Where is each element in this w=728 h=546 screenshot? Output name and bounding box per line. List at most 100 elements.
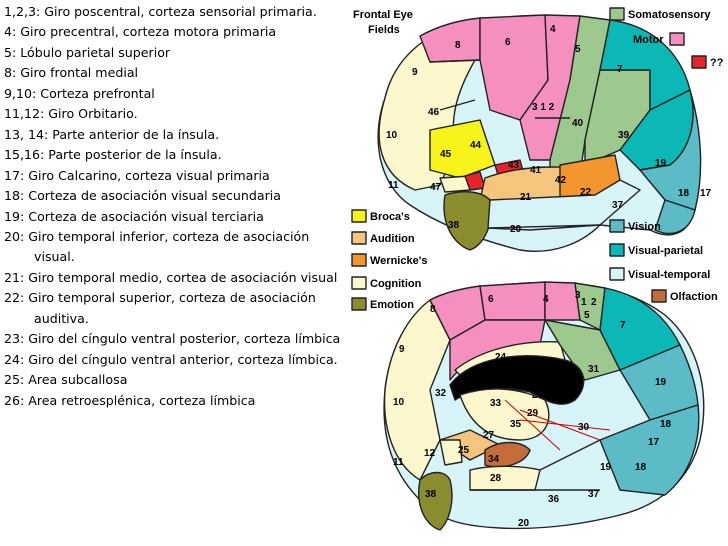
lateral-broca	[429, 119, 496, 179]
description-line: 24: Giro del cíngulo ventral anterior, c…	[4, 351, 338, 367]
description-line: 13, 14: Parte anterior de la ínsula.	[4, 126, 220, 142]
description-line: 25: Area subcallosa	[4, 372, 128, 388]
medial-num-27: 27	[483, 430, 495, 441]
legend-somatosensory-label: Somatosensory	[628, 9, 711, 21]
lateral-num-22: 22	[580, 187, 592, 198]
legend-visual-parietal-swatch	[609, 243, 625, 257]
medial-num-9: 9	[399, 344, 405, 355]
legend-audition-swatch	[351, 231, 367, 245]
description-line: visual.	[34, 249, 75, 265]
medial-num-19b: 19	[600, 462, 612, 473]
medial-num-29: 29	[527, 408, 539, 419]
description-line: 5: Lóbulo parietal superior	[4, 44, 171, 60]
medial-num-26: 26	[532, 390, 544, 401]
legend-visual-temporal-label: Visual-temporal	[628, 269, 710, 281]
description-line: 19: Corteza de asociación visual terciar…	[4, 208, 264, 224]
medial-num-34: 34	[488, 454, 500, 465]
medial-num-32: 32	[435, 388, 447, 399]
legend-visual-parietal-label: Visual-parietal	[628, 245, 703, 257]
medial-num-31: 31	[588, 364, 600, 375]
lateral-num-312: 3 1 2	[532, 102, 555, 113]
lateral-area-1718	[654, 199, 696, 235]
lateral-num-10: 10	[386, 130, 398, 141]
medial-num-38: 38	[425, 489, 437, 500]
medial-num-30: 30	[578, 422, 590, 433]
legend-olfaction-swatch	[651, 289, 667, 303]
lateral-num-37: 37	[612, 200, 624, 211]
description-line: 18: Corteza de asociación visual secunda…	[4, 188, 281, 204]
medial-num-28: 28	[490, 473, 502, 484]
legend-visual-temporal-swatch	[609, 267, 625, 281]
description-line: 20: Giro temporal inferior, corteza de a…	[4, 228, 310, 244]
lateral-num-41: 41	[530, 165, 542, 176]
medial-num-37: 37	[588, 489, 600, 500]
lateral-num-11: 11	[388, 180, 399, 191]
lateral-num-18: 18	[678, 188, 690, 199]
legend-broca-label: Broca's	[370, 211, 410, 223]
lateral-area-7	[599, 19, 691, 111]
lateral-area-38	[443, 191, 492, 251]
lateral-num-17: 17	[700, 188, 712, 199]
medial-num-35: 35	[510, 419, 522, 430]
lateral-num-4: 4	[550, 24, 556, 35]
lateral-num-9: 9	[412, 67, 418, 78]
medial-num-19: 19	[655, 377, 667, 388]
description-line: 11,12: Giro Orbitario.	[4, 106, 138, 122]
legend-motor-swatch	[669, 32, 685, 46]
medial-num-10: 10	[393, 397, 405, 408]
medial-num-6: 6	[488, 294, 494, 305]
medial-num-33: 33	[490, 398, 502, 409]
legend-audition-label: Audition	[370, 233, 415, 245]
legend-unknown-label: ??	[710, 57, 724, 69]
lateral-num-47: 47	[430, 182, 442, 193]
description-line: 22: Giro temporal superior, corteza de a…	[4, 290, 316, 306]
lateral-num-39: 39	[618, 130, 630, 141]
lateral-num-8: 8	[455, 40, 461, 51]
lateral-num-7: 7	[617, 64, 623, 75]
area-description-list: 1,2,3: Giro poscentral, corteza sensoria…	[4, 2, 400, 411]
legend-vision-swatch	[609, 219, 625, 233]
legend-wernicke-swatch	[351, 253, 367, 267]
medial-num-24: 24	[495, 352, 507, 363]
lateral-num-6: 6	[505, 37, 511, 48]
lateral-area-8	[419, 17, 481, 63]
lateral-num-44: 44	[470, 140, 482, 151]
description-line: 15,16: Parte posterior de la ínsula.	[4, 147, 222, 163]
medial-num-36: 36	[548, 494, 560, 505]
medial-num-11: 11	[393, 457, 404, 468]
legend-motor-label: Motor	[633, 34, 664, 46]
medial-num-4: 4	[543, 294, 549, 305]
legend-emotion-label: Emotion	[370, 299, 414, 311]
legend-cognition-swatch	[351, 276, 367, 290]
description-line: 8: Giro frontal medial	[4, 65, 139, 81]
lateral-num-5: 5	[575, 44, 581, 55]
medial-prefrontal	[383, 299, 451, 481]
lateral-num-42: 42	[555, 175, 567, 186]
medial-area-33	[459, 388, 550, 441]
medial-num-20: 20	[518, 518, 530, 529]
medial-num-3: 3	[575, 290, 581, 301]
medial-num-25: 25	[458, 445, 470, 456]
medial-area-1718	[599, 404, 700, 496]
legend-emotion-swatch	[351, 297, 367, 311]
medial-num-17: 17	[648, 437, 660, 448]
medial-num-5: 5	[584, 310, 590, 321]
description-line: auditiva.	[34, 310, 89, 326]
legend-unknown-swatch	[691, 55, 707, 69]
description-line: 1,2,3: Giro poscentral, corteza sensoria…	[4, 4, 317, 19]
lateral-num-21: 21	[520, 192, 532, 203]
legend-vision-label: Vision	[628, 221, 661, 233]
description-line: 23: Giro del cíngulo ventral posterior, …	[4, 331, 341, 347]
frontal-eye-label-1: Frontal Eye	[353, 9, 413, 21]
description-line: 4: Giro precentral, corteza motora prima…	[4, 24, 277, 40]
description-line: 9,10: Corteza prefrontal	[4, 85, 155, 101]
description-line: 17: Giro Calcarino, corteza visual prima…	[4, 167, 270, 183]
description-line: 26: Area retroesplénica, corteza límbica	[4, 392, 256, 408]
medial-area-28	[469, 465, 541, 491]
medial-area-31	[544, 319, 621, 381]
medial-num-12: 12	[424, 448, 436, 459]
medial-num-7: 7	[620, 320, 626, 331]
medial-area-4	[544, 281, 581, 321]
medial-num-2: 2	[591, 297, 597, 308]
